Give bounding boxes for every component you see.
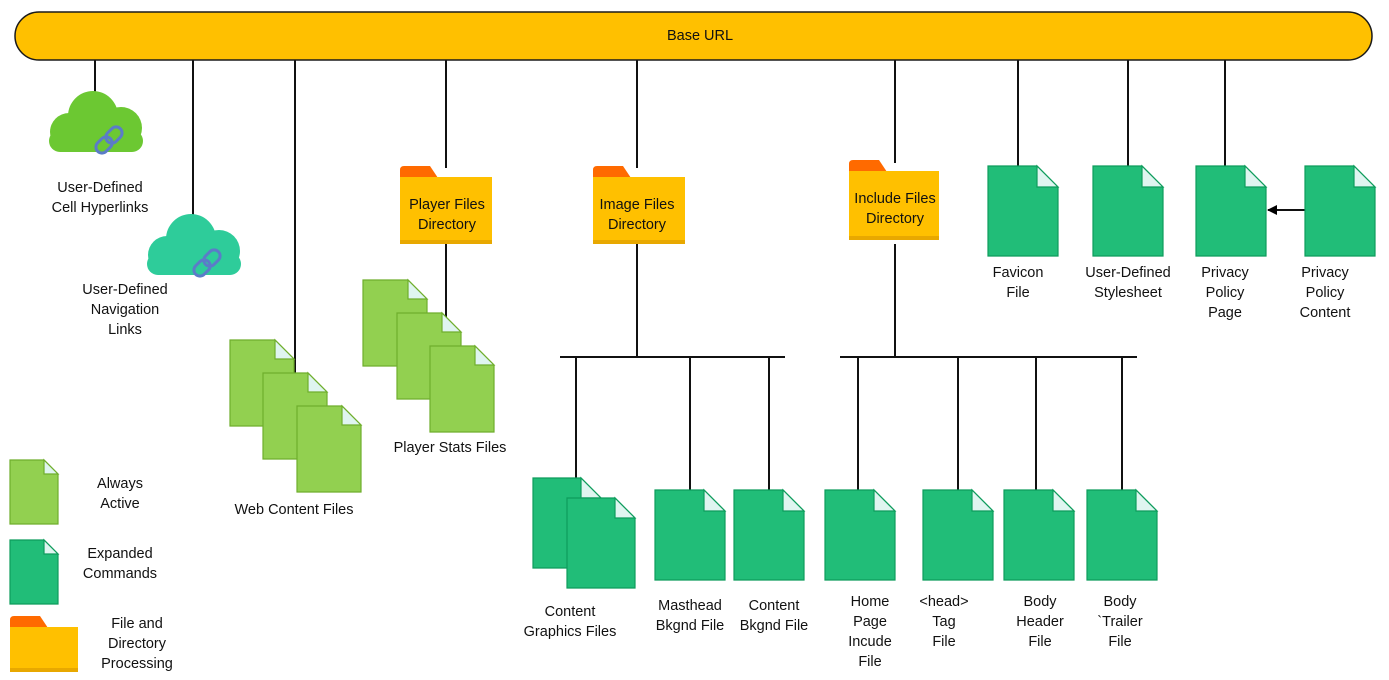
page-icon <box>566 496 637 589</box>
privacy-policy-content-label: Privacy Policy Content <box>1299 265 1351 321</box>
legend-label-file-directory-processing: File and Directory Processing <box>101 616 173 672</box>
head-tag-file-label: <head> Tag File <box>919 594 969 650</box>
chain-link-icon <box>192 248 222 278</box>
folder-icon <box>10 616 78 672</box>
privacy-policy-page-label: Privacy Policy Page <box>1201 265 1249 321</box>
folder-label-player-files: Player Files Directory <box>409 197 485 233</box>
page-icon <box>1092 164 1165 257</box>
web-content-files-label: Web Content Files <box>234 502 354 518</box>
page-icon <box>824 488 897 581</box>
base-url-bar <box>14 11 1373 61</box>
connector-lines <box>94 60 1226 490</box>
legend-label-expanded-commands: Expanded Commands <box>82 546 158 582</box>
home-page-include-file-label: Home Page Incude File <box>848 594 892 670</box>
cloud-label-navigation-links: User-Defined Navigation Links <box>82 282 168 338</box>
folder-icon <box>400 166 492 244</box>
folder-label-include-files: Include Files Directory <box>854 191 936 227</box>
content-graphics-files-label: Content Graphics Files <box>523 604 617 640</box>
cloud-label-cell-hyperlinks: User-Defined Cell Hyperlinks <box>51 180 149 216</box>
folder-icon <box>593 166 685 244</box>
masthead-bkgnd-file-label: Masthead Bkgnd File <box>655 598 725 634</box>
folder-label-image-files: Image Files Directory <box>599 197 675 233</box>
page-icon <box>9 538 60 605</box>
page-icon <box>1003 488 1076 581</box>
page-icon <box>1195 164 1268 257</box>
page-icon <box>654 488 727 581</box>
page-icon <box>429 344 496 433</box>
body-header-file-label: Body Header File <box>1016 594 1064 650</box>
page-icon <box>1304 164 1377 257</box>
page-icon <box>922 488 995 581</box>
body-trailer-file-label: Body `Trailer File <box>1097 594 1143 650</box>
page-icon <box>9 458 60 525</box>
base-url-label: Base URL <box>666 28 734 44</box>
cloud-link-icon <box>49 91 143 155</box>
page-icon <box>733 488 806 581</box>
cloud-link-icon <box>147 214 241 278</box>
content-bkgnd-file-label: Content Bkgnd File <box>739 598 809 634</box>
legend-label-always-active: Always Active <box>97 476 143 512</box>
player-stats-files-label: Player Stats Files <box>393 440 507 456</box>
user-defined-stylesheet-label: User-Defined Stylesheet <box>1085 265 1171 301</box>
page-icon <box>296 404 363 493</box>
page-icon <box>1086 488 1159 581</box>
icon-layer <box>9 91 1377 672</box>
folder-icon <box>849 160 939 240</box>
chain-link-icon <box>94 125 124 155</box>
page-icon <box>987 164 1060 257</box>
favicon-file-label: Favicon File <box>992 265 1044 301</box>
